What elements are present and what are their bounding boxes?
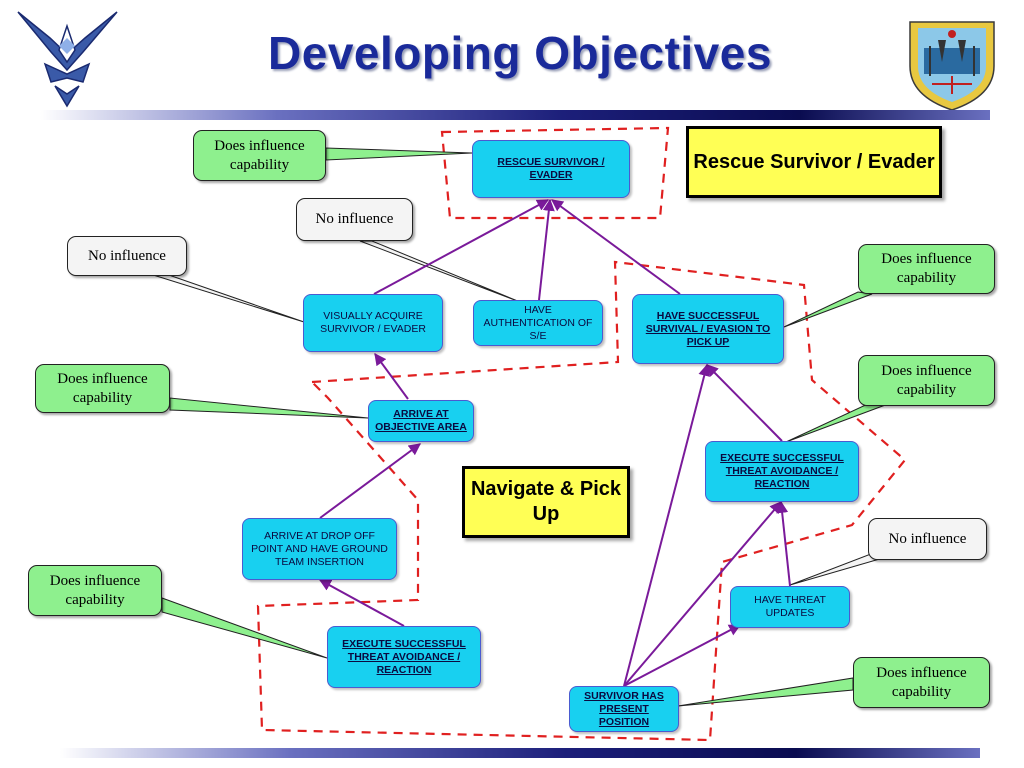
callout-influence-execute-left: Does influence capability	[28, 565, 162, 616]
node-arrive-objective-area[interactable]: ARRIVE AT OBJECTIVE AREA	[368, 400, 474, 442]
test-evaluation-center-emblem-icon	[909, 21, 995, 111]
navigate-region-outline	[256, 260, 907, 742]
callout-no-influence-authentication: No influence	[296, 198, 413, 241]
callout-no-influence-threat-updates: No influence	[868, 518, 987, 560]
footer-divider	[60, 748, 980, 758]
node-visually-acquire[interactable]: VISUALLY ACQUIRE SURVIVOR / EVADER	[303, 294, 443, 352]
node-have-authentication[interactable]: HAVE AUTHENTICATION OF S/E	[473, 300, 603, 346]
navigate-region-label: Navigate & Pick Up	[462, 466, 630, 538]
callout-pointer-n6	[785, 401, 889, 443]
arrow-drop-to-arrive	[319, 443, 421, 519]
callout-no-influence-visually: No influence	[67, 236, 187, 276]
rescue-region-outline	[440, 126, 670, 220]
arrow-threat-to-exec-right	[776, 500, 791, 587]
arrow-exec-left-to-drop	[318, 579, 405, 627]
callout-influence-arrive-objective: Does influence capability	[35, 364, 170, 413]
node-have-successful-survival[interactable]: HAVE SUCCESSFUL SURVIVAL / EVASION TO PI…	[632, 294, 784, 364]
node-execute-threat-avoidance-right[interactable]: EXECUTE SUCCESSFUL THREAT AVOIDANCE / RE…	[705, 441, 859, 502]
arrow-survivor-to-threat	[623, 624, 742, 687]
arrow-exec-right-to-survival	[706, 364, 783, 442]
callout-pointer-n5	[783, 291, 873, 328]
rescue-region-label: Rescue Survivor / Evader	[686, 126, 942, 198]
arrow-survivor-to-survival	[623, 363, 711, 687]
node-rescue-survivor[interactable]: RESCUE SURVIVOR / EVADER	[472, 140, 630, 198]
arrow-visually-to-rescue	[373, 199, 550, 295]
arrow-arrive-to-visually	[374, 353, 409, 400]
arrow-survivor-to-exec-right	[623, 501, 782, 687]
callout-pointer-n8	[161, 597, 328, 659]
arrow-survival-to-rescue	[551, 199, 681, 295]
node-arrive-drop-off[interactable]: ARRIVE AT DROP OFF POINT AND HAVE GROUND…	[242, 518, 397, 580]
node-execute-threat-avoidance-left[interactable]: EXECUTE SUCCESSFUL THREAT AVOIDANCE / RE…	[327, 626, 481, 688]
callout-influence-survival: Does influence capability	[858, 244, 995, 294]
callout-influence-execute-right: Does influence capability	[858, 355, 995, 406]
page-title: Developing Objectives	[268, 27, 772, 79]
air-force-logo-icon	[17, 11, 118, 108]
node-survivor-present-position[interactable]: SURVIVOR HAS PRESENT POSITION	[569, 686, 679, 732]
node-have-threat-updates[interactable]: HAVE THREAT UPDATES	[730, 586, 850, 628]
callout-pointer-n3	[149, 273, 305, 323]
arrow-auth-to-rescue	[538, 198, 555, 301]
header-divider	[40, 110, 990, 120]
callout-influence-survivor-position: Does influence capability	[853, 657, 990, 708]
callout-pointer-n9	[677, 677, 854, 707]
callout-pointer-n2	[359, 240, 521, 303]
callout-pointer-n1	[325, 147, 473, 161]
callout-influence-rescue: Does influence capability	[193, 130, 326, 181]
callout-pointer-n4	[169, 397, 369, 419]
